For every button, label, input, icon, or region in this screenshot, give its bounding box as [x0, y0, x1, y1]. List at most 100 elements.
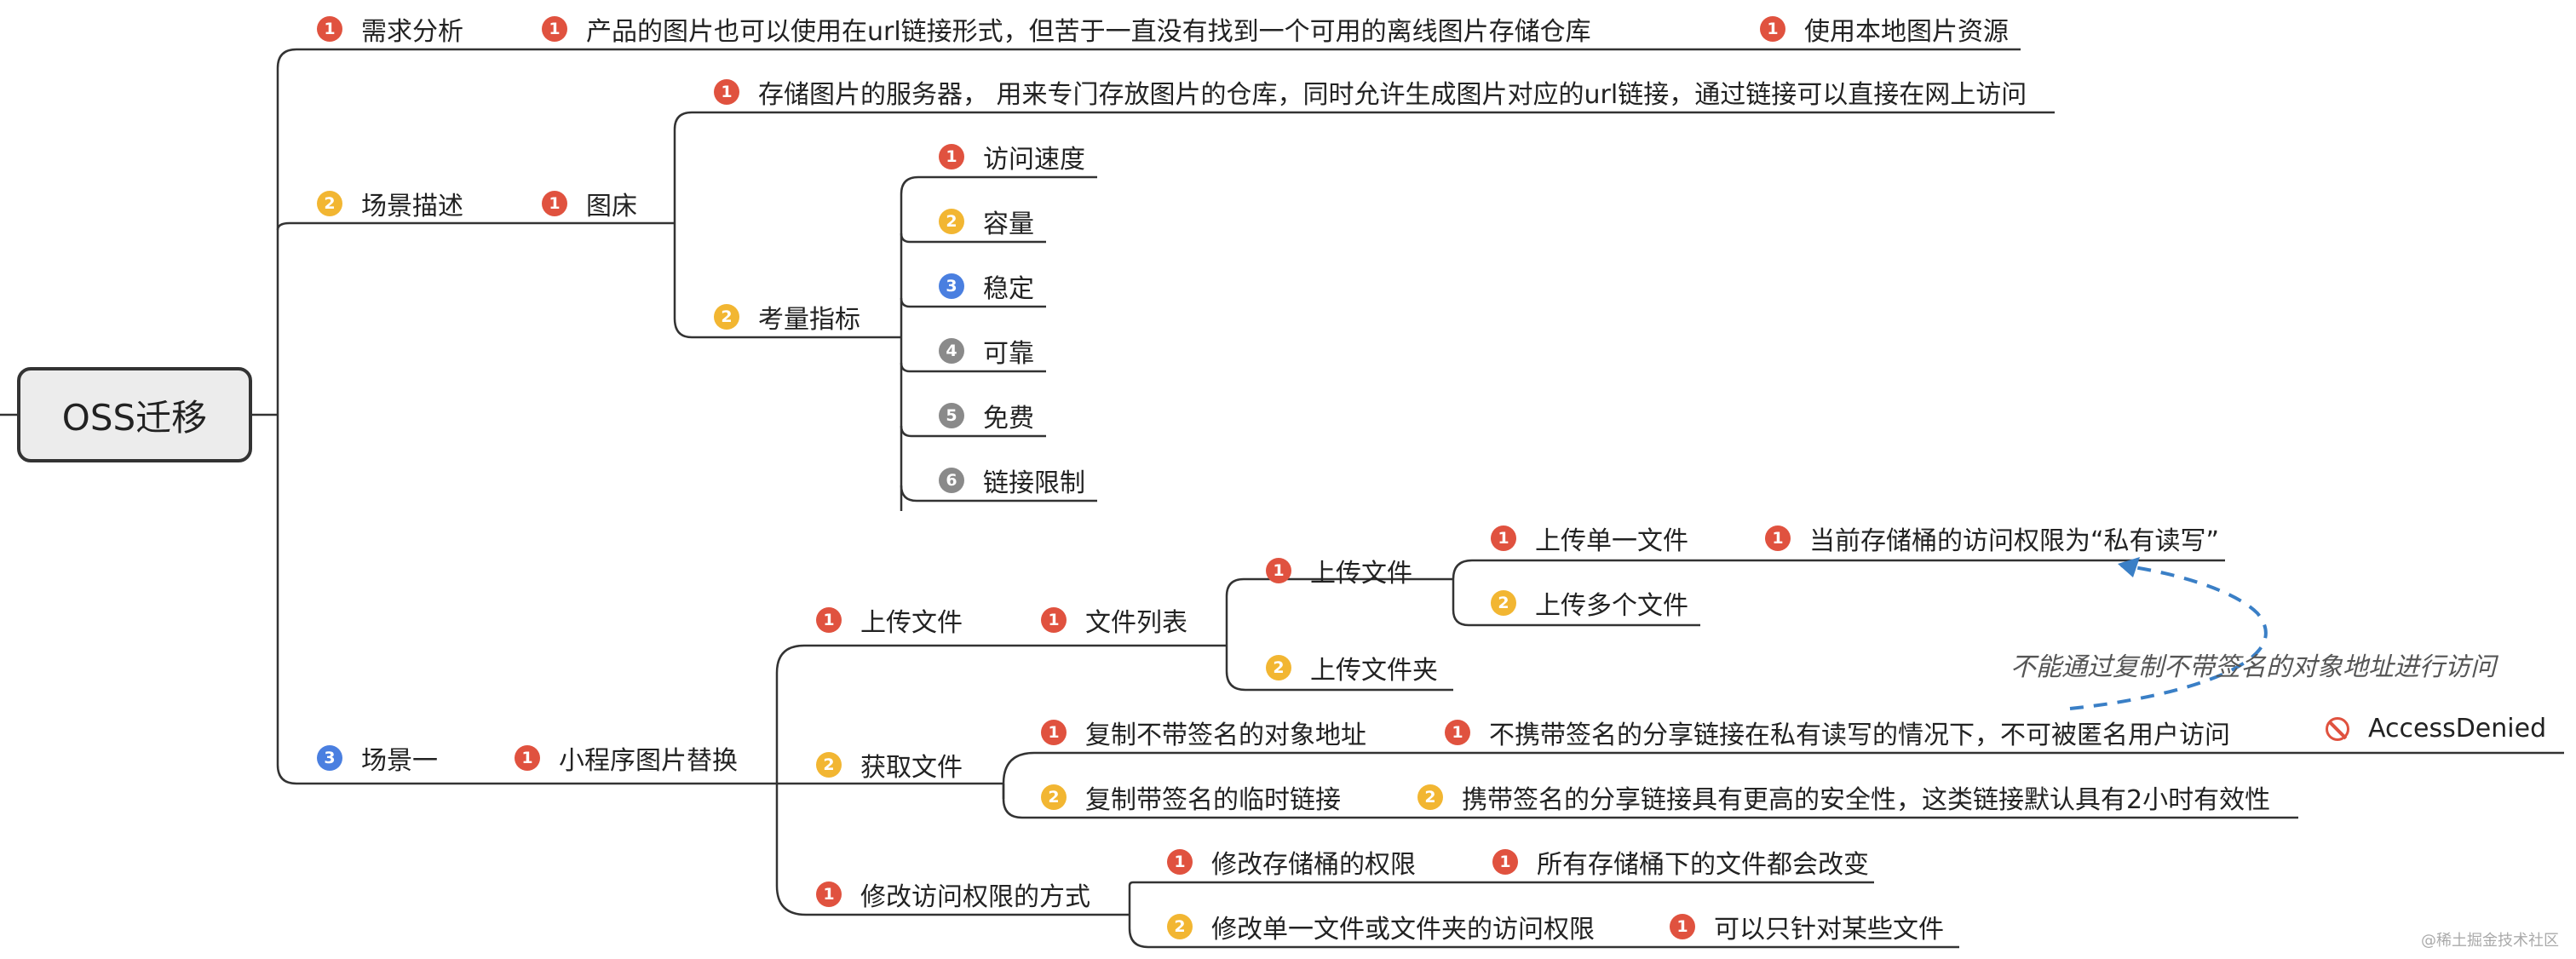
node-upload-multi[interactable]: 2 上传多个文件 — [1491, 584, 1688, 622]
node-label: 所有存储桶下的文件都会改变 — [1537, 850, 1869, 880]
node-upload[interactable]: 1 上传文件 — [816, 601, 963, 639]
priority-2-icon: 2 — [816, 752, 842, 778]
priority-2-icon: 2 — [1041, 784, 1067, 810]
priority-1-icon: 1 — [542, 191, 567, 216]
node-label: 复制带签名的临时链接 — [1085, 785, 1341, 815]
node-upfile[interactable]: 1 上传文件 — [1266, 552, 1412, 589]
node-tuchuang[interactable]: 1 图床 — [542, 185, 637, 222]
node-metric-capacity[interactable]: 2 容量 — [939, 203, 1034, 240]
priority-3-icon: 3 — [317, 745, 342, 771]
node-permission-note[interactable]: 1 当前存储桶的访问权限为“私有读写” — [1765, 520, 2219, 557]
node-label: AccessDenied — [2368, 714, 2547, 744]
priority-1-icon: 1 — [1765, 525, 1791, 551]
node-label: 场景一 — [361, 746, 438, 776]
node-scene-one[interactable]: 3 场景一 — [317, 739, 438, 777]
node-modify-single-desc[interactable]: 1 可以只针对某些文件 — [1670, 908, 1944, 945]
node-label: 存储图片的服务器， 用来专门存放图片的仓库，同时允许生成图片对应的url链接，通… — [758, 80, 2027, 110]
priority-2-icon: 2 — [317, 191, 342, 216]
node-metric-link-limit[interactable]: 6 链接限制 — [939, 462, 1085, 499]
node-tuchuang-desc[interactable]: 1 存储图片的服务器， 用来专门存放图片的仓库，同时允许生成图片对应的url链接… — [714, 73, 2027, 111]
node-metric-speed[interactable]: 1 访问速度 — [939, 138, 1085, 175]
node-modify-bucket-desc[interactable]: 1 所有存储桶下的文件都会改变 — [1492, 843, 1869, 881]
priority-1-icon: 1 — [939, 144, 964, 169]
node-label: 修改访问权限的方式 — [860, 882, 1090, 912]
node-nosign-desc[interactable]: 1 不携带签名的分享链接在私有读写的情况下，不可被匿名用户访问 — [1445, 714, 2230, 751]
node-label: 访问速度 — [983, 145, 1085, 175]
node-label: 上传多个文件 — [1535, 591, 1688, 621]
priority-4-icon: 4 — [939, 338, 964, 364]
node-label: 携带签名的分享链接具有更高的安全性，这类链接默认具有2小时有效性 — [1462, 785, 2271, 815]
node-metric-reliable[interactable]: 4 可靠 — [939, 332, 1034, 370]
priority-2-icon: 2 — [939, 209, 964, 234]
node-getfile[interactable]: 2 获取文件 — [816, 746, 963, 784]
priority-1-icon: 1 — [1445, 720, 1470, 745]
priority-1-icon: 1 — [1670, 914, 1695, 939]
node-label: 上传文件 — [860, 608, 963, 638]
node-modify-single[interactable]: 2 修改单一文件或文件夹的访问权限 — [1167, 908, 1595, 945]
node-label: 文件列表 — [1085, 608, 1187, 638]
priority-1-icon: 1 — [515, 745, 540, 771]
node-label: 容量 — [983, 210, 1034, 239]
watermark: @稀土掘金技术社区 — [2421, 932, 2559, 950]
node-label: 考量指标 — [758, 305, 860, 335]
node-label: 需求分析 — [361, 17, 463, 47]
node-metric-stable[interactable]: 3 稳定 — [939, 267, 1034, 305]
node-access-denied[interactable]: AccessDenied — [2326, 714, 2546, 744]
node-label: 上传单一文件 — [1535, 526, 1688, 556]
priority-1-icon: 1 — [1760, 16, 1785, 42]
root-label: OSS迁移 — [61, 396, 208, 439]
node-modify-permission[interactable]: 1 修改访问权限的方式 — [816, 876, 1090, 913]
node-label: 小程序图片替换 — [559, 746, 738, 776]
priority-2-icon: 2 — [714, 304, 739, 330]
priority-1-icon: 1 — [816, 607, 842, 633]
stop-icon — [2326, 716, 2349, 741]
node-label: 上传文件夹 — [1310, 656, 1438, 686]
priority-1-icon: 1 — [1491, 525, 1516, 551]
node-label: 当前存储桶的访问权限为“私有读写” — [1809, 526, 2220, 556]
priority-1-icon: 1 — [816, 881, 842, 907]
priority-1-icon: 1 — [317, 16, 342, 42]
node-label: 修改存储桶的权限 — [1211, 850, 1416, 880]
node-upload-folder[interactable]: 2 上传文件夹 — [1266, 649, 1438, 686]
node-metric-free[interactable]: 5 免费 — [939, 397, 1034, 434]
priority-6-icon: 6 — [939, 468, 964, 493]
node-label: 可靠 — [983, 339, 1034, 369]
node-requirement[interactable]: 1 需求分析 — [317, 10, 463, 48]
node-label: 可以只针对某些文件 — [1714, 915, 1944, 945]
priority-2-icon: 2 — [1266, 655, 1291, 680]
node-label: 产品的图片也可以使用在url链接形式，但苦于一直没有找到一个可用的离线图片存储仓… — [586, 17, 1591, 47]
priority-1-icon: 1 — [714, 79, 739, 105]
node-label: 上传文件 — [1310, 559, 1412, 589]
priority-1-icon: 1 — [1266, 558, 1291, 583]
relation-note: 不能通过复制不带签名的对象地址进行访问 — [2010, 652, 2496, 682]
node-label: 不携带签名的分享链接在私有读写的情况下，不可被匿名用户访问 — [1489, 721, 2230, 750]
node-requirement-desc[interactable]: 1 产品的图片也可以使用在url链接形式，但苦于一直没有找到一个可用的离线图片存… — [542, 10, 1591, 48]
priority-3-icon: 3 — [939, 273, 964, 299]
node-modify-bucket[interactable]: 1 修改存储桶的权限 — [1167, 843, 1416, 881]
node-label: 稳定 — [983, 274, 1034, 304]
node-label: 复制不带签名的对象地址 — [1085, 721, 1366, 750]
priority-2-icon: 2 — [1167, 914, 1193, 939]
priority-1-icon: 1 — [542, 16, 567, 42]
node-label: 链接限制 — [983, 468, 1085, 498]
node-miniapp[interactable]: 1 小程序图片替换 — [515, 739, 738, 777]
node-label: 修改单一文件或文件夹的访问权限 — [1211, 915, 1595, 945]
priority-5-icon: 5 — [939, 403, 964, 428]
node-label: 场景描述 — [361, 192, 463, 221]
node-scene[interactable]: 2 场景描述 — [317, 185, 463, 222]
priority-2-icon: 2 — [1491, 590, 1516, 616]
priority-1-icon: 1 — [1167, 849, 1193, 875]
node-use-local[interactable]: 1 使用本地图片资源 — [1760, 10, 2009, 48]
node-copy-sign[interactable]: 2 复制带签名的临时链接 — [1041, 778, 1341, 816]
node-sign-desc[interactable]: 2 携带签名的分享链接具有更高的安全性，这类链接默认具有2小时有效性 — [1417, 778, 2270, 816]
node-label: 免费 — [983, 404, 1034, 434]
priority-2-icon: 2 — [1417, 784, 1443, 810]
priority-1-icon: 1 — [1041, 607, 1067, 633]
node-filelist[interactable]: 1 文件列表 — [1041, 601, 1187, 639]
node-metrics[interactable]: 2 考量指标 — [714, 298, 860, 336]
node-upload-single[interactable]: 1 上传单一文件 — [1491, 520, 1688, 557]
root-node[interactable]: OSS迁移 — [17, 367, 252, 462]
node-copy-nosign[interactable]: 1 复制不带签名的对象地址 — [1041, 714, 1366, 751]
